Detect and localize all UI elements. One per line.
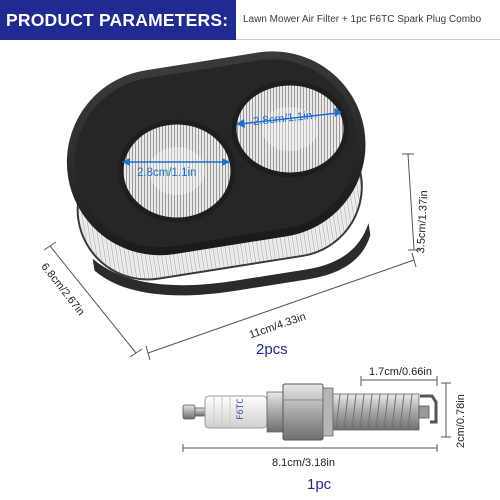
filter-quantity: 2pcs [256, 341, 288, 358]
product-subtitle: Lawn Mower Air Filter + 1pc F6TC Spark P… [243, 14, 482, 25]
spark-plug-length-label: 8.1cm/3.18in [272, 457, 335, 469]
spark-plug-dimension-lines [182, 376, 451, 452]
left-opening-diameter-label: 2.8cm/1.1in [137, 167, 197, 179]
header-divider [236, 39, 500, 40]
air-filter-left-opening [118, 119, 236, 223]
air-filter [66, 51, 371, 296]
spark-plug-tip-height-label: 2cm/0.78in [455, 394, 467, 448]
spark-plug-marking: F6TC [236, 398, 246, 420]
spark-plug [182, 383, 438, 441]
product-parameters-badge: PRODUCT PARAMETERS: [0, 0, 236, 40]
air-filter-right-opening [231, 80, 349, 178]
right-diameter-line [239, 112, 339, 125]
spark-plug-quantity: 1pc [307, 476, 332, 493]
spark-plug-tip-width-label: 1.7cm/0.66in [369, 366, 432, 378]
filter-dimension-lines [43, 153, 420, 361]
